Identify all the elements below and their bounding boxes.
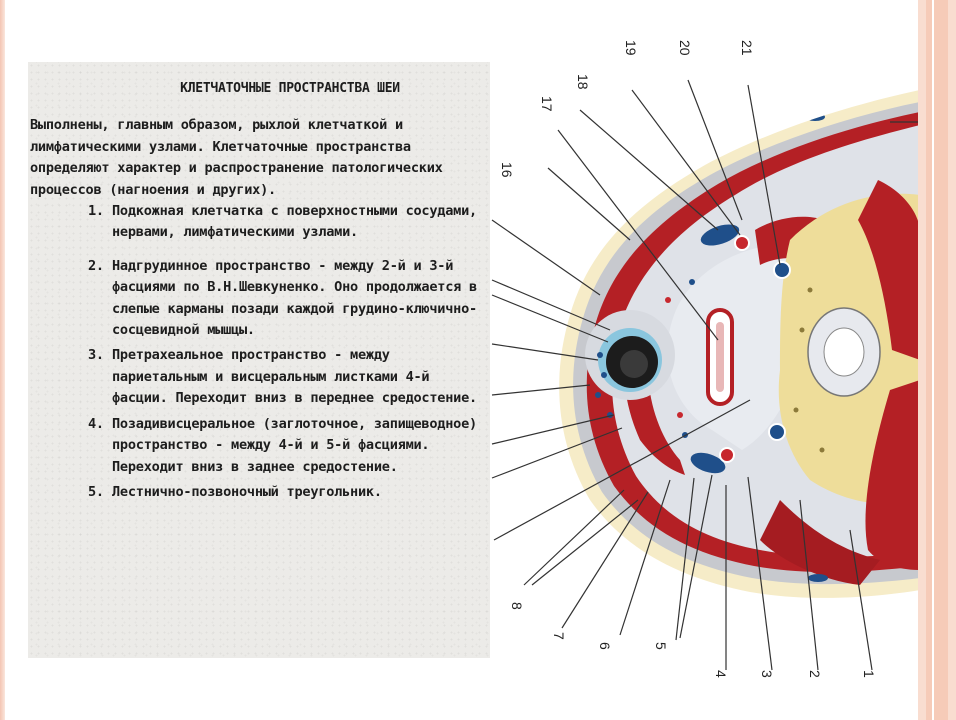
neck-cross-section-figure: 16 17 18 19 20 21 8 7 6 5 4 3 2 1: [491, 40, 918, 678]
slide-frame-right-line: [932, 0, 934, 720]
neck-section-drawing: [559, 90, 918, 598]
scanned-page: [28, 62, 490, 658]
figure-label: 6: [597, 642, 613, 650]
figure-label: 20: [677, 40, 693, 56]
list-item-text: Надгрудинное пространство - между 2-й и …: [112, 257, 477, 339]
figure-label: 17: [539, 96, 555, 112]
list-item: 1. Подкожная клетчатка с поверхностными …: [30, 201, 490, 244]
slide-frame-right-inner: [926, 0, 948, 720]
list-item-number: 1.: [88, 203, 104, 220]
figure-label: 3: [759, 670, 775, 678]
figure-label: 8: [509, 602, 525, 610]
figure-label: 1: [861, 670, 877, 678]
list-item-number: 3.: [88, 347, 104, 364]
document-title: КЛЕТЧАТОЧНЫЕ ПРОСТРАНСТВА ШЕИ: [180, 81, 400, 96]
list-item: 2. Надгрудинное пространство - между 2-й…: [30, 256, 490, 342]
figure-label: 5: [653, 642, 669, 650]
list-item-text: Подкожная клетчатка с поверхностными сос…: [112, 203, 477, 241]
document-text: КЛЕТЧАТОЧНЫЕ ПРОСТРАНСТВА ШЕИ Выполнены,…: [30, 78, 490, 507]
list-item-text: Лестнично-позвоночный треугольник.: [112, 483, 382, 500]
figure-label: 18: [575, 74, 591, 90]
list-item: 5. Лестнично-позвоночный треугольник.: [30, 482, 490, 503]
list-item-text: Позадивисцеральное (заглоточное, запищев…: [112, 415, 477, 475]
figure-label: 7: [551, 632, 567, 640]
list-item-text: Претрахеальное пространство - между пари…: [112, 347, 477, 407]
list-item-number: 5.: [88, 483, 104, 500]
figure-label: 4: [713, 670, 729, 678]
slide-frame-left: [0, 0, 5, 720]
list-item-number: 4.: [88, 415, 104, 432]
list-item: 4. Позадивисцеральное (заглоточное, запи…: [30, 414, 490, 478]
figure-label: 19: [623, 40, 639, 56]
list-item: 3. Претрахеальное пространство - между п…: [30, 345, 490, 409]
leader-lines: [491, 79, 918, 671]
figure-label: 21: [739, 40, 755, 56]
list-item-number: 2.: [88, 257, 104, 274]
figure-label: 2: [807, 670, 823, 678]
document-intro: Выполнены, главным образом, рыхлой клетч…: [30, 117, 443, 198]
figure-label: 16: [499, 162, 515, 178]
